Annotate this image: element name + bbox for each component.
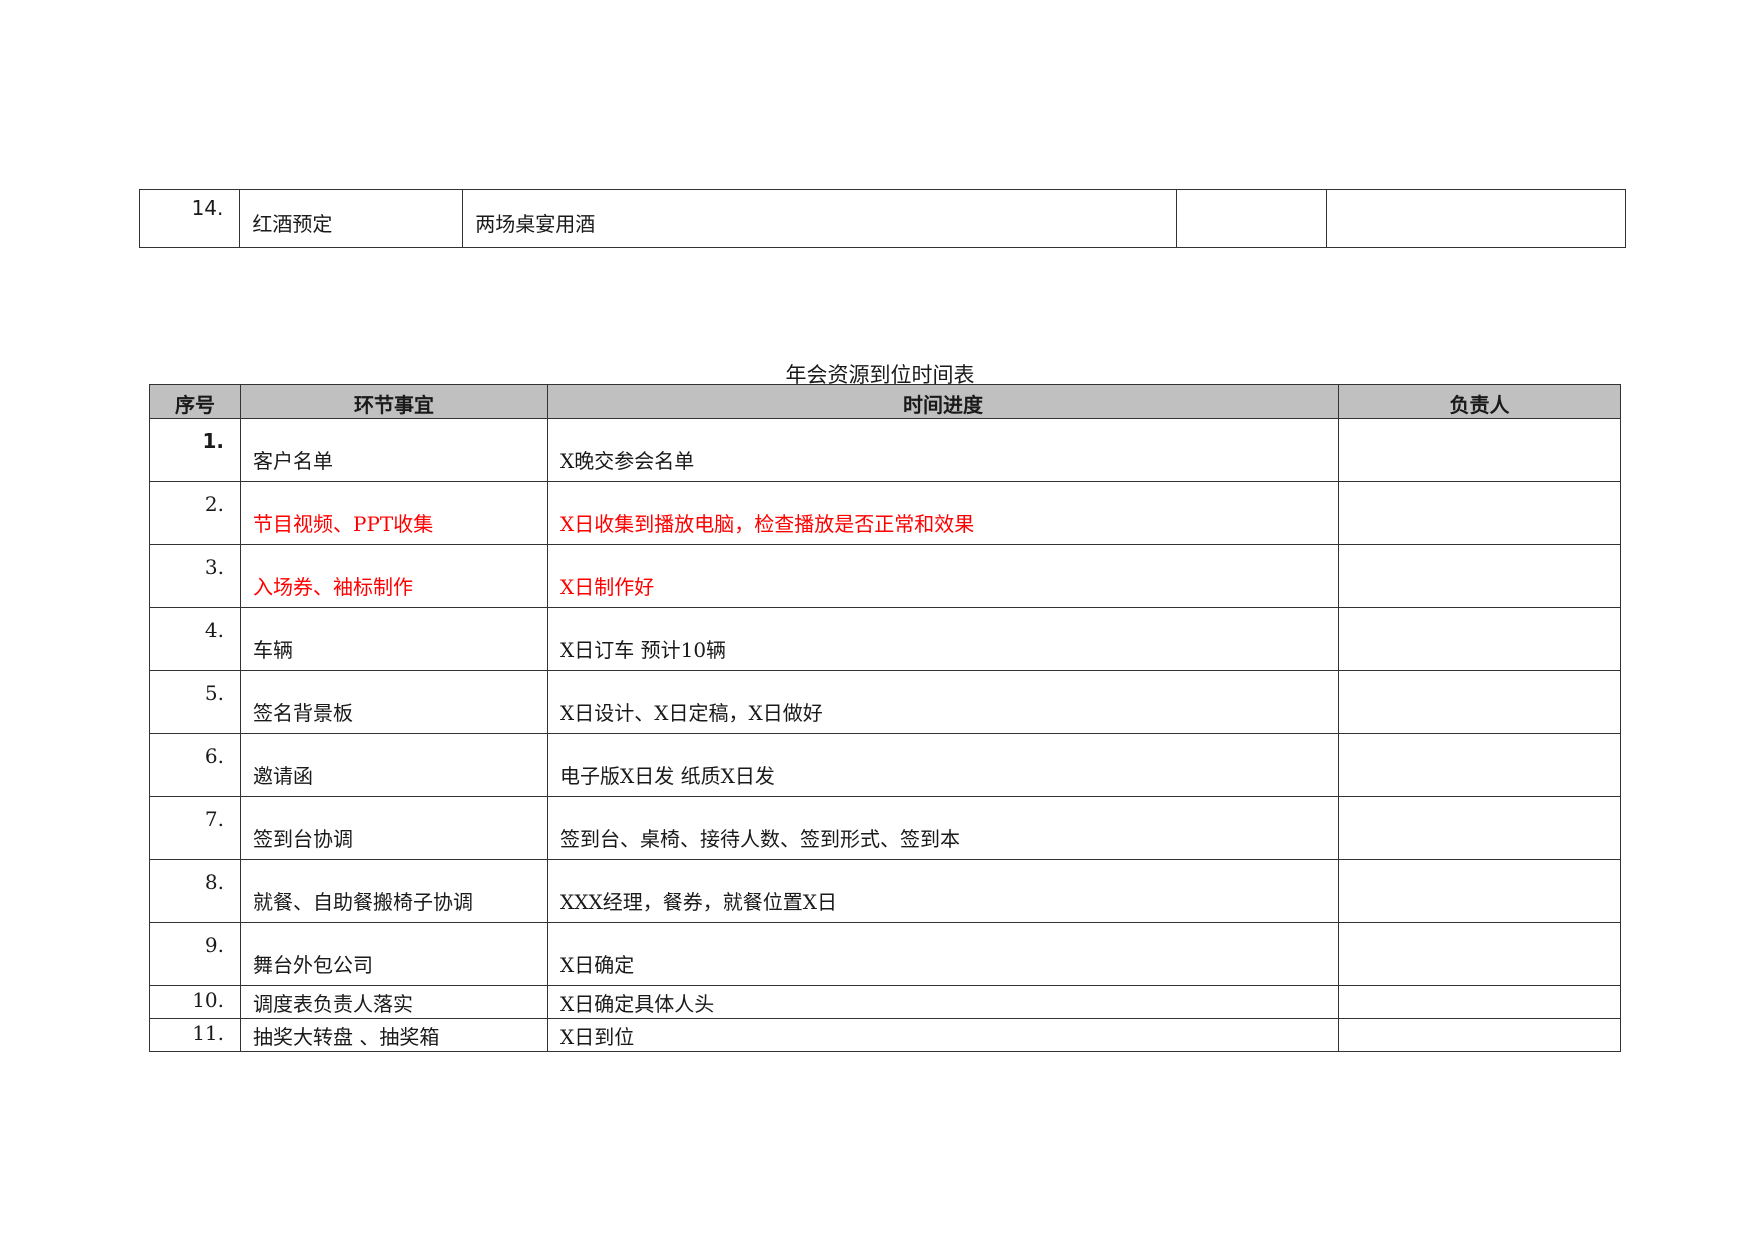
- table-row: 10. 调度表负责人落实 X日确定具体人头: [149, 985, 1621, 1019]
- item-cell: 舞台外包公司: [253, 953, 373, 977]
- table-caption: 年会资源到位时间表: [785, 363, 975, 387]
- table-row: 6. 邀请函 电子版X日发 纸质X日发: [149, 733, 1621, 797]
- row-number: 10.: [192, 988, 224, 1012]
- item-cell: 签到台协调: [253, 827, 353, 851]
- row-number: 6.: [204, 744, 224, 768]
- table-row: 11. 抽奖大转盘 、抽奖箱 X日到位: [149, 1018, 1621, 1052]
- table-row: 9. 舞台外包公司 X日确定: [149, 922, 1621, 986]
- table-row: 8. 就餐、自助餐搬椅子协调 XXX经理，餐券，就餐位置X日: [149, 859, 1621, 923]
- progress-cell: X日设计、X日定稿，X日做好: [560, 701, 823, 725]
- item-cell: 红酒预定: [252, 212, 333, 236]
- owner-cell: [1338, 670, 1621, 734]
- progress-cell: X日订车 预计10辆: [560, 638, 727, 662]
- owner-cell: [1338, 418, 1621, 482]
- table-row: 5. 签名背景板 X日设计、X日定稿，X日做好: [149, 670, 1621, 734]
- table-row: 2. 节目视频、PPT收集 X日收集到播放电脑，检查播放是否正常和效果: [149, 481, 1621, 545]
- item-cell: 邀请函: [253, 764, 313, 788]
- header-cell: 负责人: [1338, 384, 1621, 419]
- owner-cell: [1338, 607, 1621, 671]
- table-row: 4. 车辆 X日订车 预计10辆: [149, 607, 1621, 671]
- row-number: 4.: [204, 618, 224, 642]
- progress-cell: X晚交参会名单: [560, 449, 695, 473]
- owner-cell: [1338, 859, 1621, 923]
- table-row: 7. 签到台协调 签到台、桌椅、接待人数、签到形式、签到本: [149, 796, 1621, 860]
- item-cell: 就餐、自助餐搬椅子协调: [253, 890, 473, 914]
- header-cell: 时间进度: [547, 384, 1339, 419]
- header-row: 序号 环节事宜 时间进度 负责人: [149, 384, 1621, 419]
- progress-cell: X日确定具体人头: [560, 992, 715, 1016]
- progress-cell: XXX经理，餐券，就餐位置X日: [560, 890, 837, 914]
- table-row: 3. 入场券、袖标制作 X日制作好: [149, 544, 1621, 608]
- row-number: 8.: [204, 870, 224, 894]
- previous-page-table: 14. 红酒预定 两场桌宴用酒: [138, 189, 1627, 248]
- table-row: 1. 客户名单 X晚交参会名单: [149, 418, 1621, 482]
- owner-cell: [1338, 1018, 1621, 1052]
- schedule-table: 序号 环节事宜 时间进度 负责人 1. 客户名单 X晚交参会名单 2. 节目视频、PPT…: [149, 384, 1621, 1052]
- progress-cell: X日到位: [560, 1025, 635, 1049]
- row-number: 11.: [192, 1021, 224, 1045]
- empty-cell: [1176, 189, 1327, 248]
- item-cell: 入场券、袖标制作: [253, 575, 413, 599]
- item-cell: 抽奖大转盘 、抽奖箱: [253, 1025, 440, 1049]
- item-cell: 车辆: [253, 638, 293, 662]
- owner-cell: [1338, 922, 1621, 986]
- owner-cell: [1338, 733, 1621, 797]
- table-row: 14. 红酒预定 两场桌宴用酒: [138, 189, 1627, 248]
- progress-cell: X日确定: [560, 953, 635, 977]
- progress-cell: X日收集到播放电脑，检查播放是否正常和效果: [560, 512, 975, 536]
- empty-cell: [1325, 189, 1627, 248]
- item-cell: 客户名单: [253, 449, 333, 473]
- row-number: 5.: [204, 681, 224, 705]
- progress-cell: 两场桌宴用酒: [475, 212, 596, 236]
- owner-cell: [1338, 985, 1621, 1019]
- row-number: 7.: [204, 807, 224, 831]
- progress-cell: X日制作好: [560, 575, 655, 599]
- header-cell: 环节事宜: [240, 384, 548, 419]
- row-number: 14.: [191, 196, 224, 220]
- owner-cell: [1338, 796, 1621, 860]
- row-number: 1.: [202, 429, 224, 453]
- owner-cell: [1338, 544, 1621, 608]
- row-number: 9.: [204, 933, 224, 957]
- owner-cell: [1338, 481, 1621, 545]
- item-cell: 节目视频、PPT收集: [253, 512, 434, 536]
- header-cell: 序号: [149, 384, 241, 419]
- progress-cell: 签到台、桌椅、接待人数、签到形式、签到本: [560, 827, 960, 851]
- progress-cell: 电子版X日发 纸质X日发: [560, 764, 775, 788]
- row-number: 3.: [204, 555, 224, 579]
- item-cell: 调度表负责人落实: [253, 992, 413, 1016]
- row-number: 2.: [204, 492, 224, 516]
- item-cell: 签名背景板: [253, 701, 353, 725]
